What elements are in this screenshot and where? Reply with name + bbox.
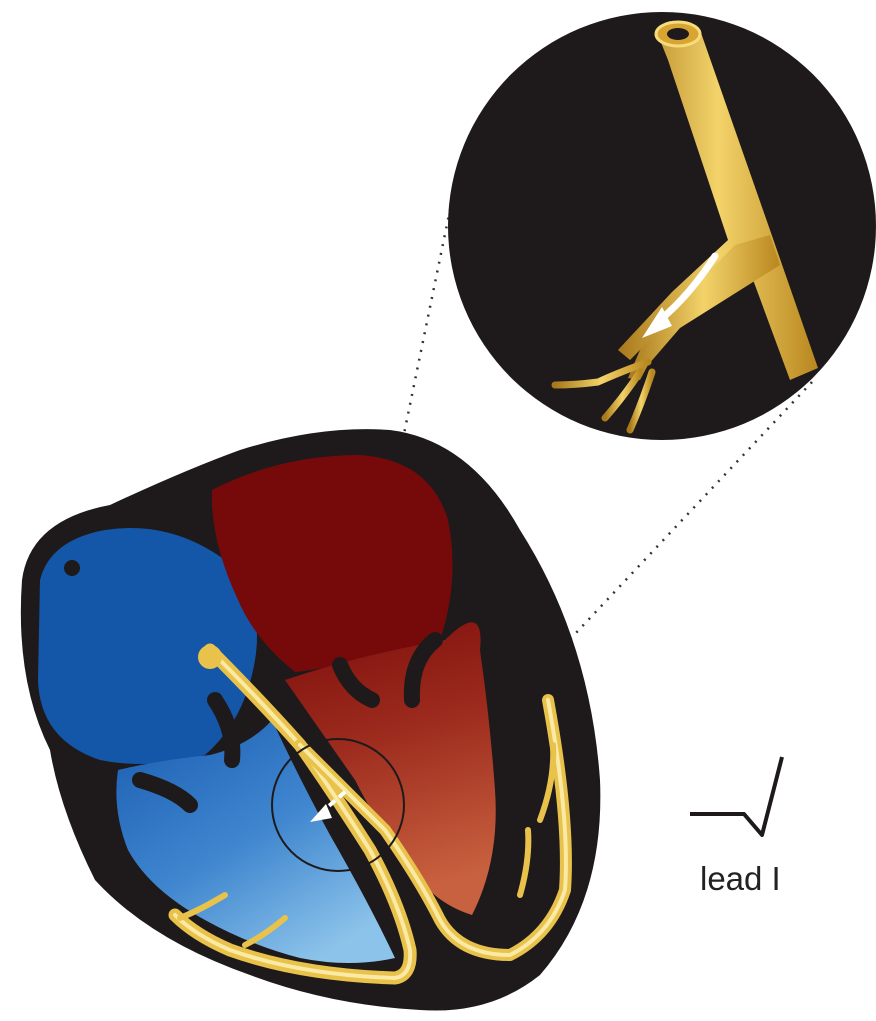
zoom-inset — [448, 12, 876, 440]
heart — [21, 429, 601, 1010]
lead-label: lead I — [700, 860, 781, 897]
sinoatrial-node — [64, 560, 80, 576]
ecg-lead-trace: lead I — [690, 757, 782, 897]
